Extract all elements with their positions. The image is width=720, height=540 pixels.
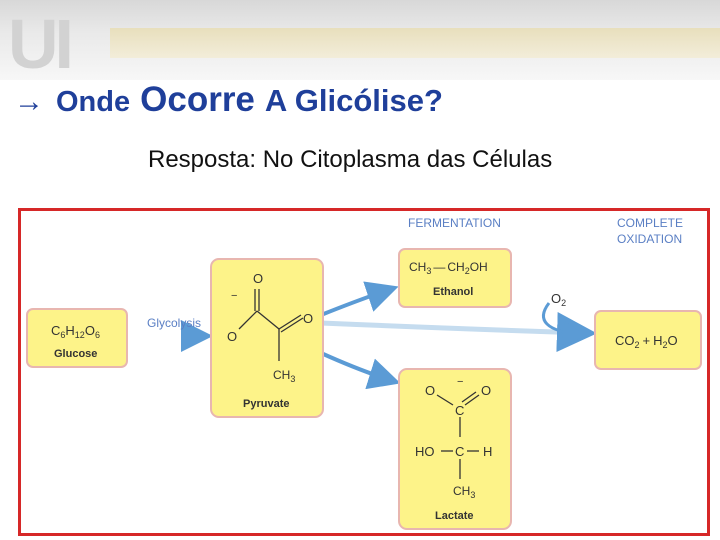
glycolysis-diagram-frame: FERMENTATION COMPLETE OXIDATION C6H12O6 … bbox=[18, 208, 710, 536]
products-formula: CO2+H2O bbox=[615, 333, 678, 350]
lactate-hydrogen: H bbox=[483, 444, 492, 459]
slide-title: → Onde Ocorre A Glicólise? bbox=[14, 80, 443, 124]
glucose-name: Glucose bbox=[54, 348, 97, 360]
pyruvate-oxygen-left: O bbox=[227, 329, 237, 344]
glycolysis-label: Glycolysis bbox=[147, 316, 201, 330]
lactate-name: Lactate bbox=[435, 510, 474, 522]
glucose-box bbox=[26, 308, 128, 368]
ethanol-box bbox=[398, 248, 512, 308]
right-arrow-icon: → bbox=[14, 85, 44, 118]
complete-oxidation-label-line1: COMPLETE bbox=[617, 216, 683, 230]
complete-oxidation-label-line2: OXIDATION bbox=[617, 232, 682, 246]
lactate-carbon-1: C bbox=[455, 403, 464, 418]
lactate-box bbox=[398, 368, 512, 530]
ethanol-formula: CH3—CH2OH bbox=[409, 260, 488, 276]
glycolysis-diagram: FERMENTATION COMPLETE OXIDATION C6H12O6 … bbox=[26, 216, 702, 530]
oxygen-label: O2 bbox=[551, 291, 566, 308]
lactate-oxygen-left: O bbox=[425, 383, 435, 398]
ethanol-arrow bbox=[320, 281, 399, 317]
lactate-oxygen-right: O bbox=[481, 383, 491, 398]
lactate-arrow bbox=[320, 351, 401, 390]
title-word-glicolise: A Glicólise? bbox=[264, 83, 443, 118]
pyruvate-name: Pyruvate bbox=[243, 398, 289, 410]
pyruvate-minus: − bbox=[231, 290, 237, 302]
products-box bbox=[594, 310, 702, 370]
watermark-logo: UI bbox=[8, 5, 74, 83]
pyruvate-ch3: CH3 bbox=[273, 368, 295, 384]
fermentation-label: FERMENTATION bbox=[408, 216, 501, 230]
title-word-onde: Onde bbox=[56, 86, 131, 118]
pyruvate-oxygen-top: O bbox=[253, 271, 263, 286]
pyruvate-oxygen-right: O bbox=[303, 311, 313, 326]
lactate-hydroxyl: HO bbox=[415, 444, 435, 459]
slide-header-gold-band bbox=[110, 28, 720, 58]
oxidation-arrow bbox=[320, 312, 597, 353]
title-word-ocorre: Ocorre bbox=[140, 80, 255, 119]
lactate-bonds bbox=[436, 391, 480, 479]
answer-text: Resposta: No Citoplasma das Células bbox=[148, 146, 553, 173]
ethanol-name: Ethanol bbox=[433, 286, 473, 298]
pyruvate-bonds bbox=[238, 289, 304, 361]
glucose-formula: C6H12O6 bbox=[51, 323, 100, 340]
lactate-carbon-2: C bbox=[455, 444, 464, 459]
lactate-ch3: CH3 bbox=[453, 484, 475, 500]
lactate-minus: − bbox=[457, 376, 463, 388]
pyruvate-box bbox=[210, 258, 324, 418]
oxygen-arrow bbox=[542, 302, 587, 345]
